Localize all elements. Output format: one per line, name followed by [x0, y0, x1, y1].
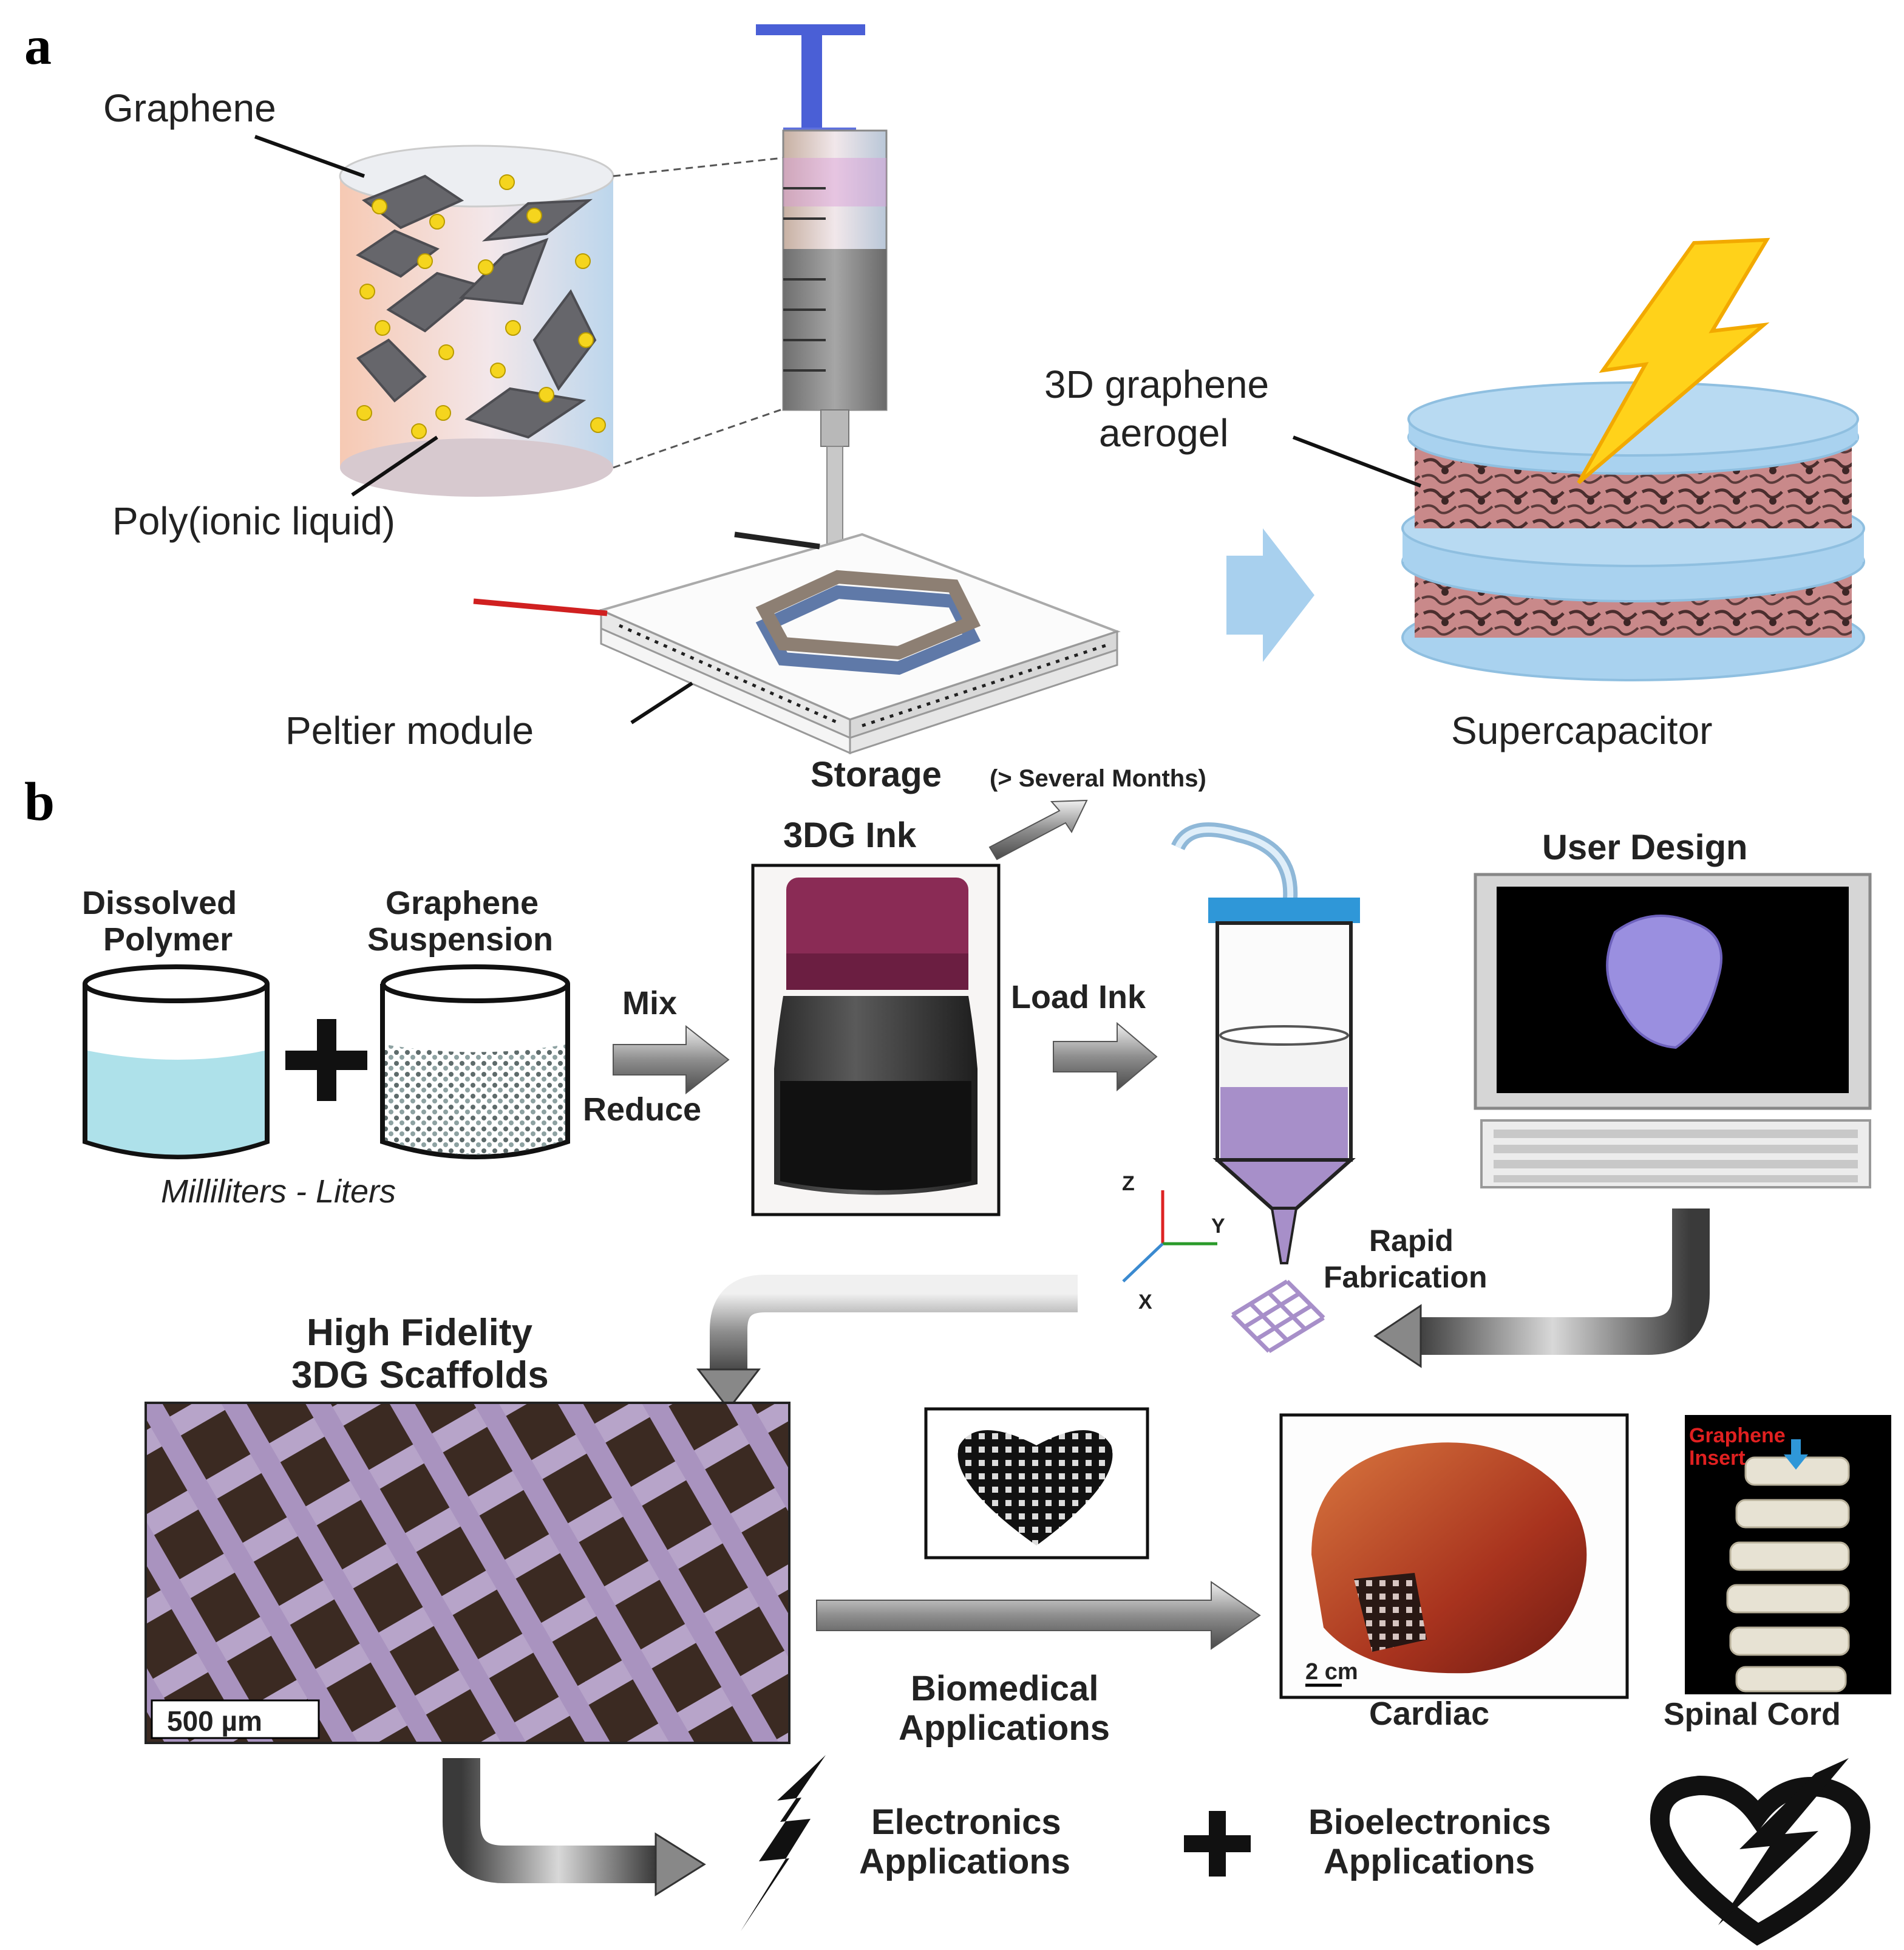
- rapid-fabrication-line2: Fabrication: [1324, 1260, 1487, 1294]
- fabrication-to-scaffold-pipe: [710, 1275, 1078, 1369]
- scaffold-to-electronics-pipe: [443, 1758, 656, 1883]
- biomedical-line2: Applications: [899, 1708, 1110, 1748]
- volume-label: Milliliters - Liters: [161, 1173, 396, 1210]
- biomedical-line1: Biomedical: [911, 1669, 1098, 1708]
- storage-word: Storage: [811, 755, 942, 794]
- bioelectronics-line1: Bioelectronics: [1308, 1802, 1551, 1842]
- mix-label: Mix: [622, 985, 677, 1021]
- graphene-suspension-line2: Suspension: [367, 921, 553, 958]
- aerogel-label-line2: aerogel: [1099, 411, 1229, 455]
- electronics-arrowhead: [654, 1832, 706, 1897]
- plus-icon: [285, 1019, 367, 1101]
- graphene-label: Graphene: [103, 86, 276, 130]
- graphene-insert-line1: Graphene: [1689, 1424, 1786, 1447]
- poly-ionic-pointer: [351, 435, 438, 497]
- axis-y-label: Y: [1211, 1215, 1225, 1238]
- graphene-pointer: [254, 135, 365, 178]
- biomedical-arrow: [816, 1581, 1261, 1650]
- scale-bar-label: 500 µm: [167, 1705, 262, 1737]
- electronics-bolt-icon: [741, 1755, 826, 1931]
- polymer-beaker-icon: [83, 964, 270, 1159]
- spinal-cord-label: Spinal Cord: [1664, 1697, 1841, 1732]
- storage-arrow: [988, 799, 1088, 861]
- syringe-illustration: [756, 24, 888, 562]
- axis-x-label: X: [1138, 1290, 1152, 1314]
- reduce-label: Reduce: [583, 1091, 701, 1128]
- rapid-fabrication-line1: Rapid: [1369, 1224, 1453, 1258]
- scaffold-label-line1: High Fidelity: [307, 1312, 533, 1354]
- scaffold-sem-image: 500 µm: [144, 1402, 790, 1744]
- electronics-line1: Electronics: [871, 1802, 1061, 1842]
- electronics-line2: Applications: [859, 1842, 1070, 1881]
- insert-arrow-icon: [1784, 1439, 1808, 1470]
- cardiac-photo: 2 cm: [1279, 1413, 1629, 1699]
- aerogel-label-line1: 3D graphene: [1044, 363, 1269, 406]
- user-design-label: User Design: [1542, 828, 1747, 867]
- heart-bolt-icon: [1650, 1758, 1871, 1946]
- xyz-axes-icon: [1122, 1190, 1217, 1283]
- storage-note: (> Several Months): [990, 765, 1206, 792]
- lightning-bolt-icon: [1577, 237, 1770, 485]
- dissolved-polymer-line1: Dissolved: [82, 885, 237, 921]
- print-syringe-illustration: [1171, 822, 1360, 1264]
- design-arrowhead: [1373, 1304, 1422, 1368]
- load-ink-arrow: [1053, 1021, 1158, 1092]
- scaffold-arrowhead: [696, 1368, 761, 1411]
- graphene-suspension-beaker-icon: [380, 964, 570, 1159]
- peltier-pointer: [630, 681, 693, 724]
- supercapacitor-label: Supercapacitor: [1451, 709, 1712, 752]
- graphene-suspension-line1: Graphene: [386, 885, 539, 921]
- axis-z-label: Z: [1122, 1172, 1135, 1195]
- poly-ionic-liquid-label: Poly(ionic liquid): [112, 499, 395, 543]
- supercapacitor-illustration: [1401, 237, 1865, 681]
- load-ink-label: Load Ink: [1011, 979, 1146, 1015]
- dissolved-polymer-line2: Polymer: [103, 921, 233, 958]
- panel-letter-b: b: [24, 772, 55, 832]
- computer-illustration: [1474, 873, 1872, 1188]
- design-to-fabrication-pipe: [1415, 1209, 1710, 1355]
- panel-letter-a: a: [24, 16, 52, 76]
- ink-jar-photo: [751, 864, 1001, 1216]
- scaffold-label-line2: 3DG Scaffolds: [291, 1354, 549, 1396]
- graphene-insert-line2: Insert: [1689, 1447, 1746, 1470]
- storage-label: Storage: [811, 755, 942, 794]
- graphene-cylinder-illustration: [339, 145, 614, 497]
- peltier-module-label: Peltier module: [285, 709, 534, 752]
- bioelectronics-line2: Applications: [1324, 1842, 1535, 1881]
- peltier-module-illustration: [473, 531, 1121, 755]
- zoom-line-top: [613, 157, 784, 177]
- aerogel-pointer: [1292, 435, 1422, 488]
- process-arrow: [1226, 528, 1314, 662]
- mix-arrow: [613, 1024, 730, 1095]
- printed-lattice-icon: [1231, 1280, 1325, 1353]
- spinal-cord-photo: [1685, 1415, 1891, 1694]
- ink-label: 3DG Ink: [783, 816, 917, 855]
- plus-icon-bottom: [1184, 1811, 1251, 1877]
- zoom-line-bottom: [613, 406, 790, 469]
- cardiac-label: Cardiac: [1369, 1696, 1489, 1732]
- cardiac-scale-label: 2 cm: [1305, 1659, 1358, 1685]
- heart-scaffold-photo: [924, 1407, 1149, 1560]
